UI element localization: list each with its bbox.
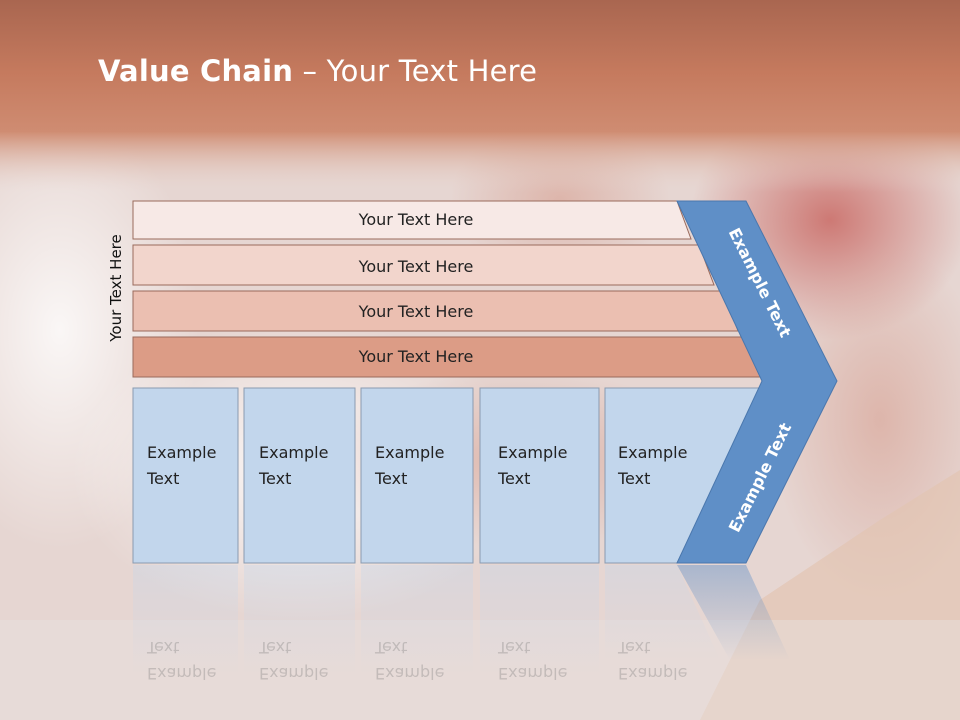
column-reflection-text-2: Example Text — [259, 634, 328, 686]
title-rest: – Your Text Here — [293, 54, 538, 88]
row-label-1: Your Text Here — [358, 210, 474, 229]
chevron-reflection — [677, 565, 790, 660]
column-5-line2: Text — [618, 469, 651, 488]
column-reflection-text-3: Example Text — [375, 634, 444, 686]
reflection-4-line2: Text — [498, 638, 531, 657]
column-3-line2: Text — [375, 469, 408, 488]
reflection-5-line1: Example — [618, 664, 688, 683]
column-5-line1: Example — [618, 443, 688, 462]
column-2-line2: Text — [259, 469, 292, 488]
column-box-4 — [479, 387, 600, 564]
slide-title: Value Chain – Your Text Here — [98, 54, 537, 88]
reflection-3-line1: Example — [375, 664, 445, 683]
column-box-1 — [132, 387, 239, 564]
column-reflection-text-4: Example Text — [498, 634, 567, 686]
column-reflection-1 — [133, 565, 238, 675]
column-4-line2: Text — [498, 469, 531, 488]
column-2-line1: Example — [259, 443, 329, 462]
column-reflection-2 — [244, 565, 355, 675]
column-box-3 — [360, 387, 474, 564]
column-1-line1: Example — [147, 443, 217, 462]
column-text-5: Example Text — [618, 440, 687, 492]
column-3-line1: Example — [375, 443, 445, 462]
reflection-1-line1: Example — [147, 664, 217, 683]
row-bar-2 — [132, 244, 715, 286]
reflection-4-line1: Example — [498, 664, 568, 683]
column-reflection-3 — [361, 565, 473, 675]
row-label-4: Your Text Here — [358, 347, 474, 366]
reflection-2-line1: Example — [259, 664, 329, 683]
row-bar-1 — [132, 200, 692, 240]
reflection-2-line2: Text — [259, 638, 292, 657]
column-reflection-5 — [605, 565, 720, 660]
column-reflection-text-5: Example Text — [618, 634, 687, 686]
column-text-2: Example Text — [259, 440, 328, 492]
row-label-3: Your Text Here — [358, 302, 474, 321]
reflection-5-line2: Text — [618, 638, 651, 657]
column-reflection-text-1: Example Text — [147, 634, 216, 686]
column-reflection-4 — [480, 565, 599, 675]
column-text-3: Example Text — [375, 440, 444, 492]
reflection-3-line2: Text — [375, 638, 408, 657]
column-box-2 — [243, 387, 356, 564]
row-label-2: Your Text Here — [358, 257, 474, 276]
reflection-1-line2: Text — [147, 638, 180, 657]
column-text-4: Example Text — [498, 440, 567, 492]
chevron-arrow — [676, 200, 838, 564]
column-text-1: Example Text — [147, 440, 216, 492]
column-4-line1: Example — [498, 443, 568, 462]
column-1-line2: Text — [147, 469, 180, 488]
title-bold: Value Chain — [98, 54, 294, 88]
